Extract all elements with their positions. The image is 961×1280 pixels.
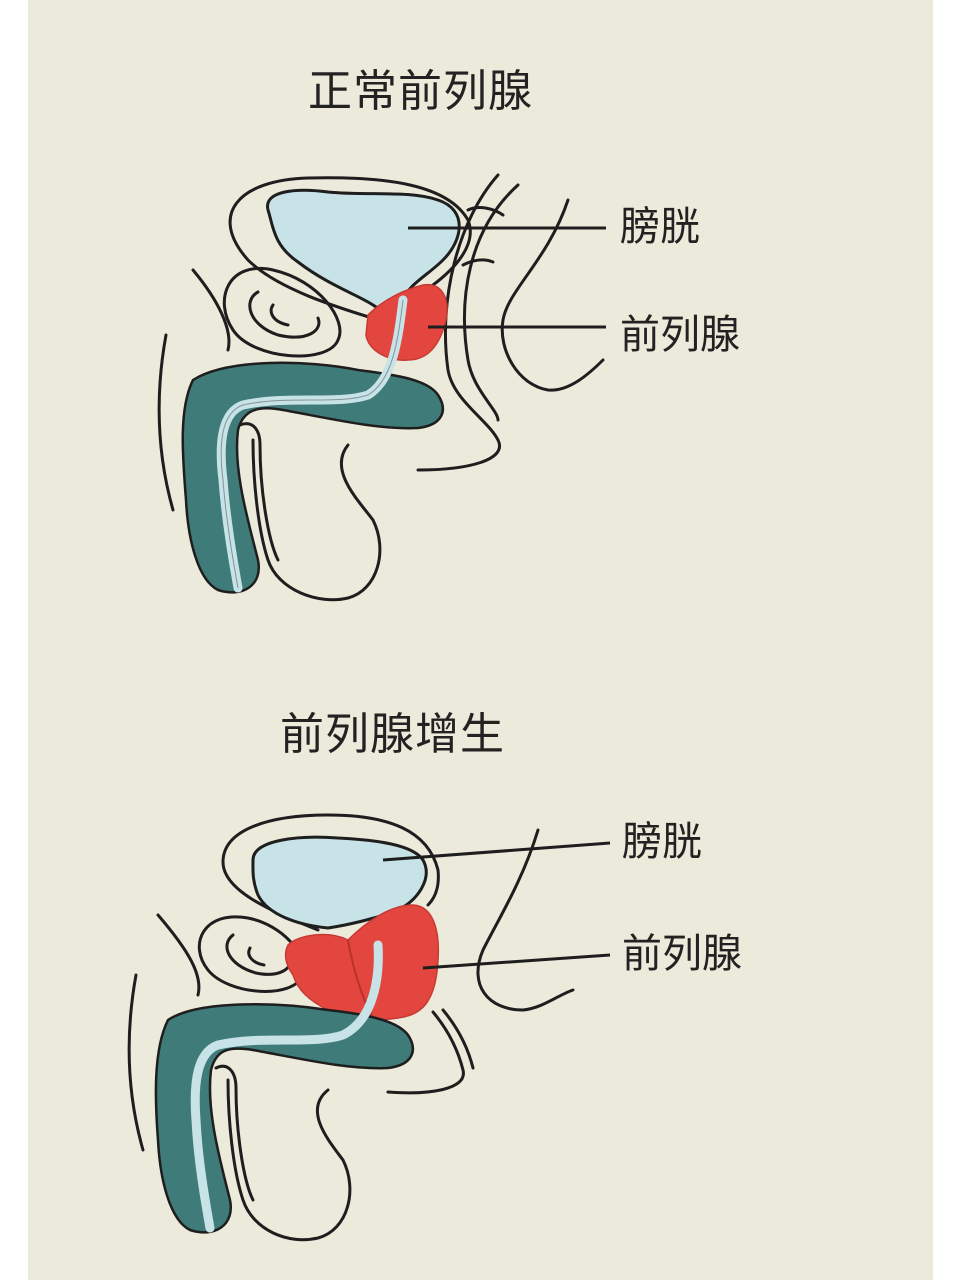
penis-shape xyxy=(181,361,444,594)
prostate-shape xyxy=(284,904,440,1021)
label-bladder: 膀胱 xyxy=(622,819,702,865)
body-outline xyxy=(157,333,175,512)
label-prostate: 前列腺 xyxy=(620,312,740,358)
urethra xyxy=(190,940,383,1233)
label-bladder: 膀胱 xyxy=(620,204,700,250)
panel-title: 前列腺增生 xyxy=(280,709,505,760)
bladder-shape xyxy=(266,188,461,316)
label-prostate: 前列腺 xyxy=(622,931,742,977)
bladder-leader-line xyxy=(382,841,611,862)
panel-title: 正常前列腺 xyxy=(308,66,533,117)
enlarged-prostate-illustration xyxy=(127,813,611,1242)
normal-prostate-illustration xyxy=(157,173,606,602)
urethra xyxy=(216,295,408,593)
prostate-shape xyxy=(365,284,448,361)
diagram-canvas: 正常前列腺 xyxy=(28,0,933,1280)
prostate-leader-line xyxy=(422,953,611,970)
